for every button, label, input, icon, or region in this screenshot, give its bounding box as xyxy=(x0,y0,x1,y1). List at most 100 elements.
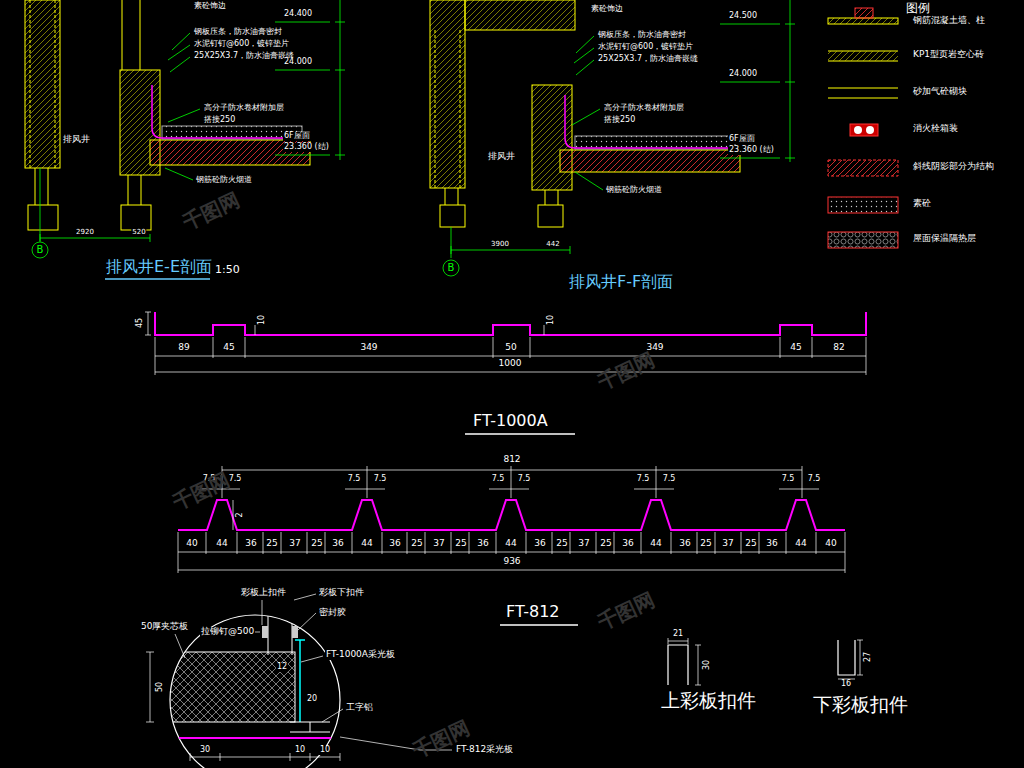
note-label: 工字铝 xyxy=(345,703,374,713)
dimension-text: 7.5 xyxy=(807,475,822,484)
note-label: 24.000 xyxy=(283,58,313,67)
dimension-text: 50 xyxy=(156,681,165,693)
dimension-text: 936 xyxy=(502,557,521,567)
note-label: 水泥钉钉@600，镀锌垫片 xyxy=(193,40,290,49)
watermark: 千图网 xyxy=(178,188,243,234)
note-label: 拉铆钉@500 xyxy=(200,627,255,637)
axis-label: B xyxy=(36,244,45,255)
dimension-text: 37 xyxy=(721,539,734,549)
legend-title: 图例 xyxy=(905,2,931,15)
dimension-text: 10 xyxy=(547,314,556,326)
dimension-text: 2920 xyxy=(75,229,95,237)
axis-label: B xyxy=(447,262,456,273)
dimension-text: 44 xyxy=(794,539,807,549)
section-title: 排风井F-F剖面 xyxy=(568,273,674,291)
dimension-text: 36 xyxy=(765,539,778,549)
note-label: 密封胶 xyxy=(318,608,347,618)
dimension-text: 25 xyxy=(454,539,467,549)
watermark: 千图网 xyxy=(593,588,658,634)
watermark: 千图网 xyxy=(408,716,473,762)
dimension-text: 7.5 xyxy=(636,475,651,484)
dimension-text: 36 xyxy=(621,539,634,549)
dimension-text: 44 xyxy=(360,539,373,549)
dimension-text: 2 xyxy=(236,511,245,518)
dimension-text: 20 xyxy=(306,695,318,704)
dimension-text: 44 xyxy=(649,539,662,549)
note-label: 彩板下扣件 xyxy=(318,588,365,598)
legend-text: 砂加气砼砌块 xyxy=(912,87,968,97)
note-label: 搭接250 xyxy=(603,116,636,125)
dimension-text: 7.5 xyxy=(373,475,388,484)
dimension-text: 30 xyxy=(199,746,211,755)
dimension-text: 25 xyxy=(265,539,278,549)
dimension-text: 16 xyxy=(840,680,852,689)
scale-text: 1:50 xyxy=(214,264,241,276)
dimension-text: 7.5 xyxy=(347,475,362,484)
note-label: 排风井 xyxy=(62,135,91,145)
dimension-text: 45 xyxy=(222,343,235,353)
dimension-text: 520 xyxy=(131,229,146,237)
dimension-text: 25 xyxy=(599,539,612,549)
dimension-text: 10 xyxy=(319,746,331,755)
dimension-text: 25 xyxy=(744,539,757,549)
note-label: 50厚夹芯板 xyxy=(140,622,189,632)
note-label: 6F屋面 xyxy=(728,135,756,144)
note-label: 钢筋砼防火烟道 xyxy=(605,186,663,195)
section-title: 排风井E-E剖面 xyxy=(105,258,213,276)
dimension-text: 10 xyxy=(258,314,267,326)
dimension-text: 45 xyxy=(136,317,145,329)
dimension-text: 40 xyxy=(185,539,198,549)
note-label: 搭接250 xyxy=(203,116,236,125)
legend-text: 屋面保温隔热层 xyxy=(912,234,977,244)
dimension-text: 25 xyxy=(699,539,712,549)
note-label: 彩板上扣件 xyxy=(240,588,287,598)
profile-title: FT-1000A xyxy=(472,412,549,430)
note-label: 排风井 xyxy=(487,152,516,162)
note-label: 24.500 xyxy=(728,12,758,21)
part-title: 上彩板扣件 xyxy=(660,690,757,711)
dimension-text: 30 xyxy=(703,659,712,671)
dimension-text: 37 xyxy=(288,539,301,549)
dimension-text: 349 xyxy=(359,343,378,353)
dimension-text: 21 xyxy=(672,630,684,639)
dimension-text: 36 xyxy=(678,539,691,549)
dimension-text: 10 xyxy=(294,746,306,755)
note-label: FT-812采光板 xyxy=(455,745,514,755)
dimension-text: 82 xyxy=(832,343,845,353)
legend-text: 钢筋混凝土墙、柱 xyxy=(912,16,986,26)
note-label: 25X25X3.7，防水油膏嵌缝 xyxy=(597,55,699,64)
dimension-text: 45 xyxy=(789,343,802,353)
note-label: 高分子防水卷材附加层 xyxy=(203,104,285,113)
dimension-text: 442 xyxy=(545,241,560,249)
dimension-text: 7.5 xyxy=(517,475,532,484)
note-label: 25X25X3.7，防水油膏嵌缝 xyxy=(193,52,295,61)
dimension-text: 36 xyxy=(388,539,401,549)
legend-text: 消火栓箱装 xyxy=(912,124,959,134)
note-label: FT-1000A采光板 xyxy=(325,650,396,660)
dimension-text: 50 xyxy=(504,343,517,353)
dimension-text: 25 xyxy=(555,539,568,549)
note-label: 素砼饰边 xyxy=(590,5,624,14)
part-title: 下彩板扣件 xyxy=(812,694,909,715)
note-label: 23.360 (结) xyxy=(728,146,775,155)
note-label: 钢板压条，防水油膏密封 xyxy=(193,28,283,37)
dimension-text: 36 xyxy=(331,539,344,549)
legend-text: 斜线阴影部分为结构 xyxy=(912,162,995,172)
note-label: 24.400 xyxy=(283,10,313,19)
dimension-text: 44 xyxy=(504,539,517,549)
dimension-text: 27 xyxy=(864,651,873,663)
note-label: 6F屋面 xyxy=(283,132,311,141)
dimension-text: 37 xyxy=(432,539,445,549)
dimension-text: 25 xyxy=(410,539,423,549)
dimension-text: 3900 xyxy=(490,241,510,249)
note-label: 24.000 xyxy=(728,70,758,79)
dimension-text: 12 xyxy=(276,663,288,672)
dimension-text: 44 xyxy=(215,539,228,549)
dimension-text: 89 xyxy=(177,343,190,353)
dimension-text: 36 xyxy=(533,539,546,549)
note-label: 钢板压条，防水油膏密封 xyxy=(597,31,687,40)
note-label: 钢筋砼防火烟道 xyxy=(195,176,253,185)
dimension-text: 40 xyxy=(824,539,837,549)
dimension-text: 37 xyxy=(577,539,590,549)
